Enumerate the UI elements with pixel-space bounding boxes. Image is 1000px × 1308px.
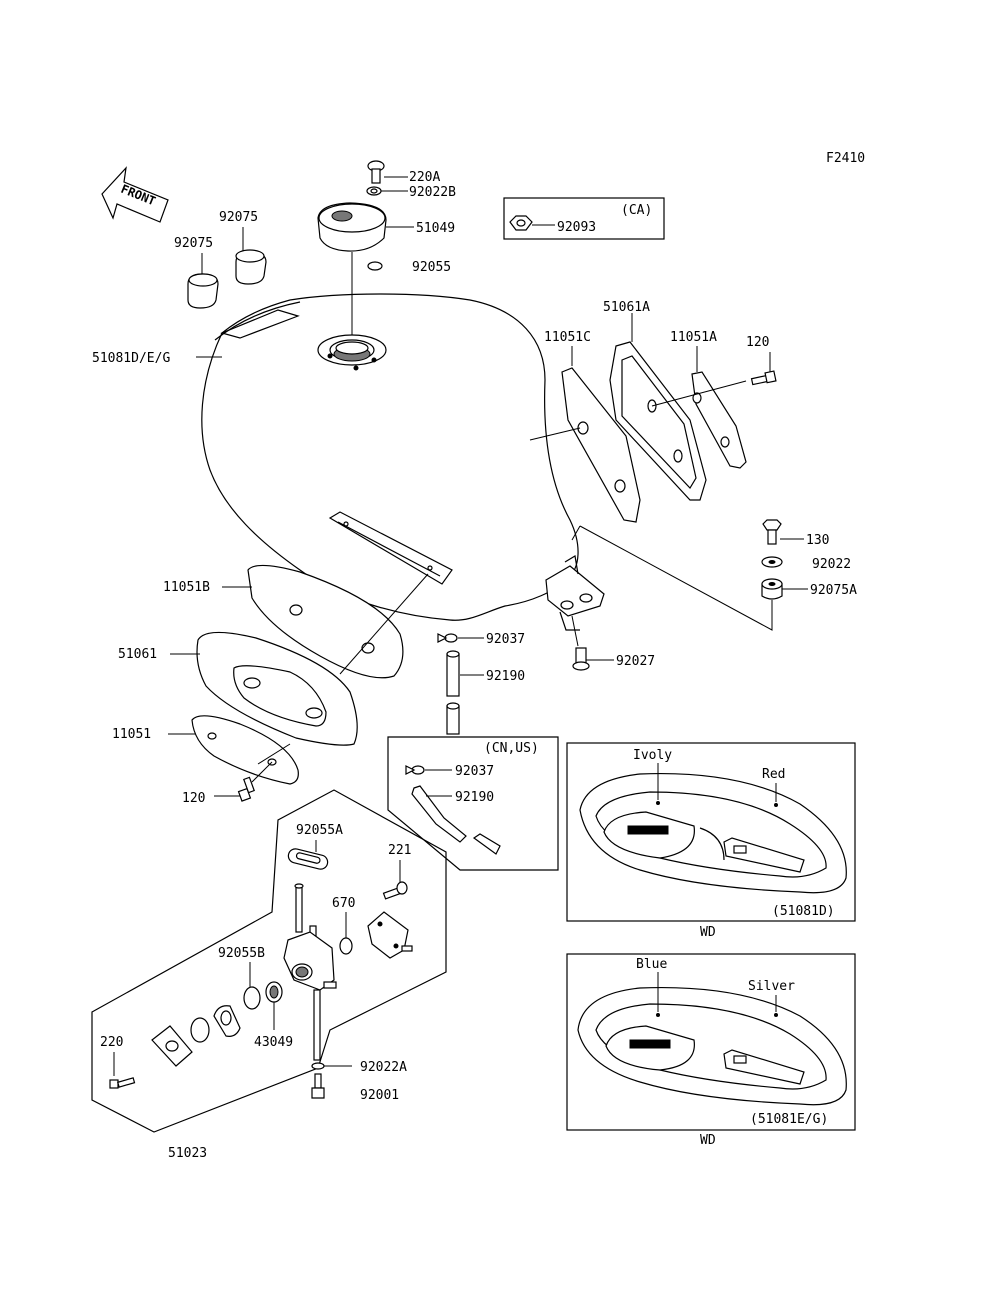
- screw-221-icon: [382, 881, 408, 900]
- decal-bottom-part: (51081E/G): [750, 1112, 828, 1127]
- decal-51081D-icon: [579, 773, 847, 894]
- callout-92075A: 92075A: [810, 583, 857, 598]
- screw-220-icon: [109, 1077, 136, 1089]
- callout-92093: 92093: [557, 220, 596, 235]
- callout-92190-upper: 92190: [486, 669, 525, 684]
- callout-92055B: 92055B: [218, 946, 265, 961]
- damper-92075-lower-icon: [187, 273, 219, 309]
- clamp-92037-icon: [437, 633, 458, 643]
- filter-plate-icon: [151, 1025, 193, 1067]
- fuel-tank: [201, 293, 605, 631]
- callout-120-upper: 120: [746, 335, 769, 350]
- decal-bottom-color2: Silver: [748, 979, 795, 994]
- clamp-92037-cn-icon: [405, 765, 425, 775]
- washer-92022-icon: [761, 556, 783, 568]
- decal-51081EG-icon: [577, 986, 847, 1106]
- callout-92037-upper: 92037: [486, 632, 525, 647]
- lever-plate-icon: [367, 911, 413, 959]
- callout-92022: 92022: [812, 557, 851, 572]
- emblem-51061A-icon: [609, 341, 707, 501]
- decal-top-part: (51081D): [772, 904, 835, 919]
- decal-top-caption: WD: [700, 925, 716, 940]
- callout-11051C: 11051C: [544, 330, 591, 345]
- bolt-130-icon: [762, 519, 782, 545]
- fitting-92027-icon: [572, 647, 590, 671]
- callout-92001: 92001: [360, 1088, 399, 1103]
- callout-120-lower: 120: [182, 791, 205, 806]
- callout-11051B: 11051B: [163, 580, 210, 595]
- damper-92075-upper-icon: [235, 249, 267, 285]
- callout-92022A: 92022A: [360, 1060, 407, 1075]
- bolt-120-upper-icon: [750, 370, 777, 386]
- o-ring-92055-icon: [367, 261, 383, 271]
- strainer-43049-icon: [265, 981, 283, 1003]
- decal-box-51081D: [566, 742, 856, 922]
- hose-92190-cn-icon: [411, 785, 501, 855]
- nut-92093-icon: [509, 215, 533, 231]
- callout-51049: 51049: [416, 221, 455, 236]
- callout-92055: 92055: [412, 260, 451, 275]
- decal-box-51081EG: [566, 953, 856, 1131]
- o-ring-92055B-icon: [243, 986, 261, 1010]
- callout-51061: 51061: [118, 647, 157, 662]
- o-ring-filter-icon: [190, 1017, 210, 1043]
- callout-92190-cn: 92190: [455, 790, 494, 805]
- decal-top-color1: Ivoly: [633, 748, 672, 763]
- bolt-120-lower-icon: [237, 776, 255, 802]
- decal-bottom-color1: Blue: [636, 957, 667, 972]
- callout-130: 130: [806, 533, 829, 548]
- callout-220: 220: [100, 1035, 123, 1050]
- valve-group-box: [91, 789, 447, 1133]
- o-ring-670-icon: [339, 937, 353, 955]
- bolt-92001-icon: [311, 1073, 325, 1099]
- emblem-51061-icon: [196, 631, 358, 746]
- callout-220A: 220A: [409, 170, 440, 185]
- callout-221: 221: [388, 843, 411, 858]
- emblem-11051B-icon: [247, 564, 404, 679]
- cn-us-box: [387, 736, 559, 871]
- callout-92037-cn: 92037: [455, 764, 494, 779]
- figure-code: F2410: [826, 151, 865, 166]
- emblem-11051A-icon: [691, 371, 747, 469]
- callout-51061A: 51061A: [603, 300, 650, 315]
- callout-11051A: 11051A: [670, 330, 717, 345]
- gasket-92055A-icon: [287, 848, 329, 870]
- callout-92055A: 92055A: [296, 823, 343, 838]
- cn-us-note: (CN,US): [484, 741, 539, 756]
- cup-icon: [213, 1005, 241, 1037]
- screw-220A-icon: [367, 160, 385, 184]
- front-arrow-icon: FRONT: [101, 166, 169, 223]
- decal-bottom-caption: WD: [700, 1133, 716, 1148]
- hose-92190-icon: [446, 650, 460, 735]
- decal-top-color2: Red: [762, 767, 785, 782]
- ca-note: (CA): [621, 203, 652, 218]
- callout-92022B: 92022B: [409, 185, 456, 200]
- callout-92075-lower: 92075: [174, 236, 213, 251]
- callout-51023: 51023: [168, 1146, 207, 1161]
- ca-box: [503, 197, 665, 240]
- callout-51081DEG: 51081D/E/G: [92, 351, 170, 366]
- callout-670: 670: [332, 896, 355, 911]
- callout-92027: 92027: [616, 654, 655, 669]
- callout-43049: 43049: [254, 1035, 293, 1050]
- callout-11051: 11051: [112, 727, 151, 742]
- callout-92075-upper: 92075: [219, 210, 258, 225]
- fuel-valve-icon: [283, 883, 337, 1061]
- washer-92022B-icon: [366, 186, 382, 196]
- washer-92022A-icon: [311, 1062, 325, 1070]
- damper-92075A-icon: [761, 578, 783, 600]
- cap-51049-icon: [317, 202, 387, 252]
- emblem-11051C-icon: [561, 367, 641, 523]
